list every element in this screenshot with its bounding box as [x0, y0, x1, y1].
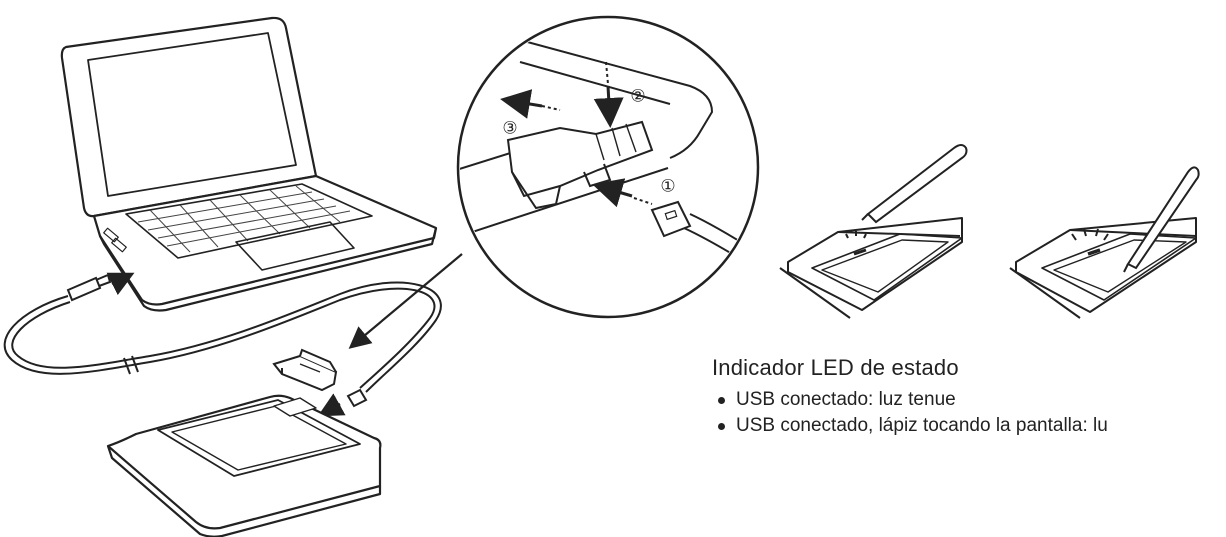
arrow-icon — [106, 272, 135, 296]
led-status-list: USB conectado: luz tenue USB conectado, … — [712, 387, 1226, 439]
svg-text:②: ② — [630, 87, 645, 106]
list-item: USB conectado, lápiz tocando la pantalla… — [712, 413, 1226, 439]
arrow-icon — [317, 393, 346, 417]
led-indicator-icon — [845, 231, 867, 256]
led-status-legend: Indicador LED de estado USB conectado: l… — [712, 355, 1226, 439]
led-bright-tablet — [1009, 217, 1197, 319]
svg-text:③: ③ — [502, 119, 517, 138]
led-dim-tablet — [779, 217, 963, 319]
svg-text:①: ① — [660, 177, 675, 196]
detail-zoom-circle: ① ② ③ — [456, 15, 760, 319]
arrow-icon — [593, 85, 624, 128]
led-indicator-icon — [1071, 228, 1109, 256]
arrow-icon — [592, 178, 633, 208]
list-item: USB conectado: luz tenue — [712, 387, 1226, 413]
stylus-pen-icon — [1123, 166, 1200, 273]
step-3-label: ③ — [502, 119, 517, 138]
cable-cover-icon — [272, 348, 338, 392]
usb-cable-icon — [3, 273, 442, 393]
stylus-pen-icon — [861, 144, 968, 224]
signature-pad-icon — [106, 394, 382, 537]
usb-connector-icon — [346, 388, 368, 408]
arrow-icon — [348, 253, 463, 349]
laptop-icon — [60, 16, 438, 312]
step-2-label: ② — [630, 87, 645, 106]
step-1-label: ① — [660, 177, 675, 196]
arrow-icon — [500, 89, 543, 119]
led-status-title: Indicador LED de estado — [712, 355, 959, 380]
